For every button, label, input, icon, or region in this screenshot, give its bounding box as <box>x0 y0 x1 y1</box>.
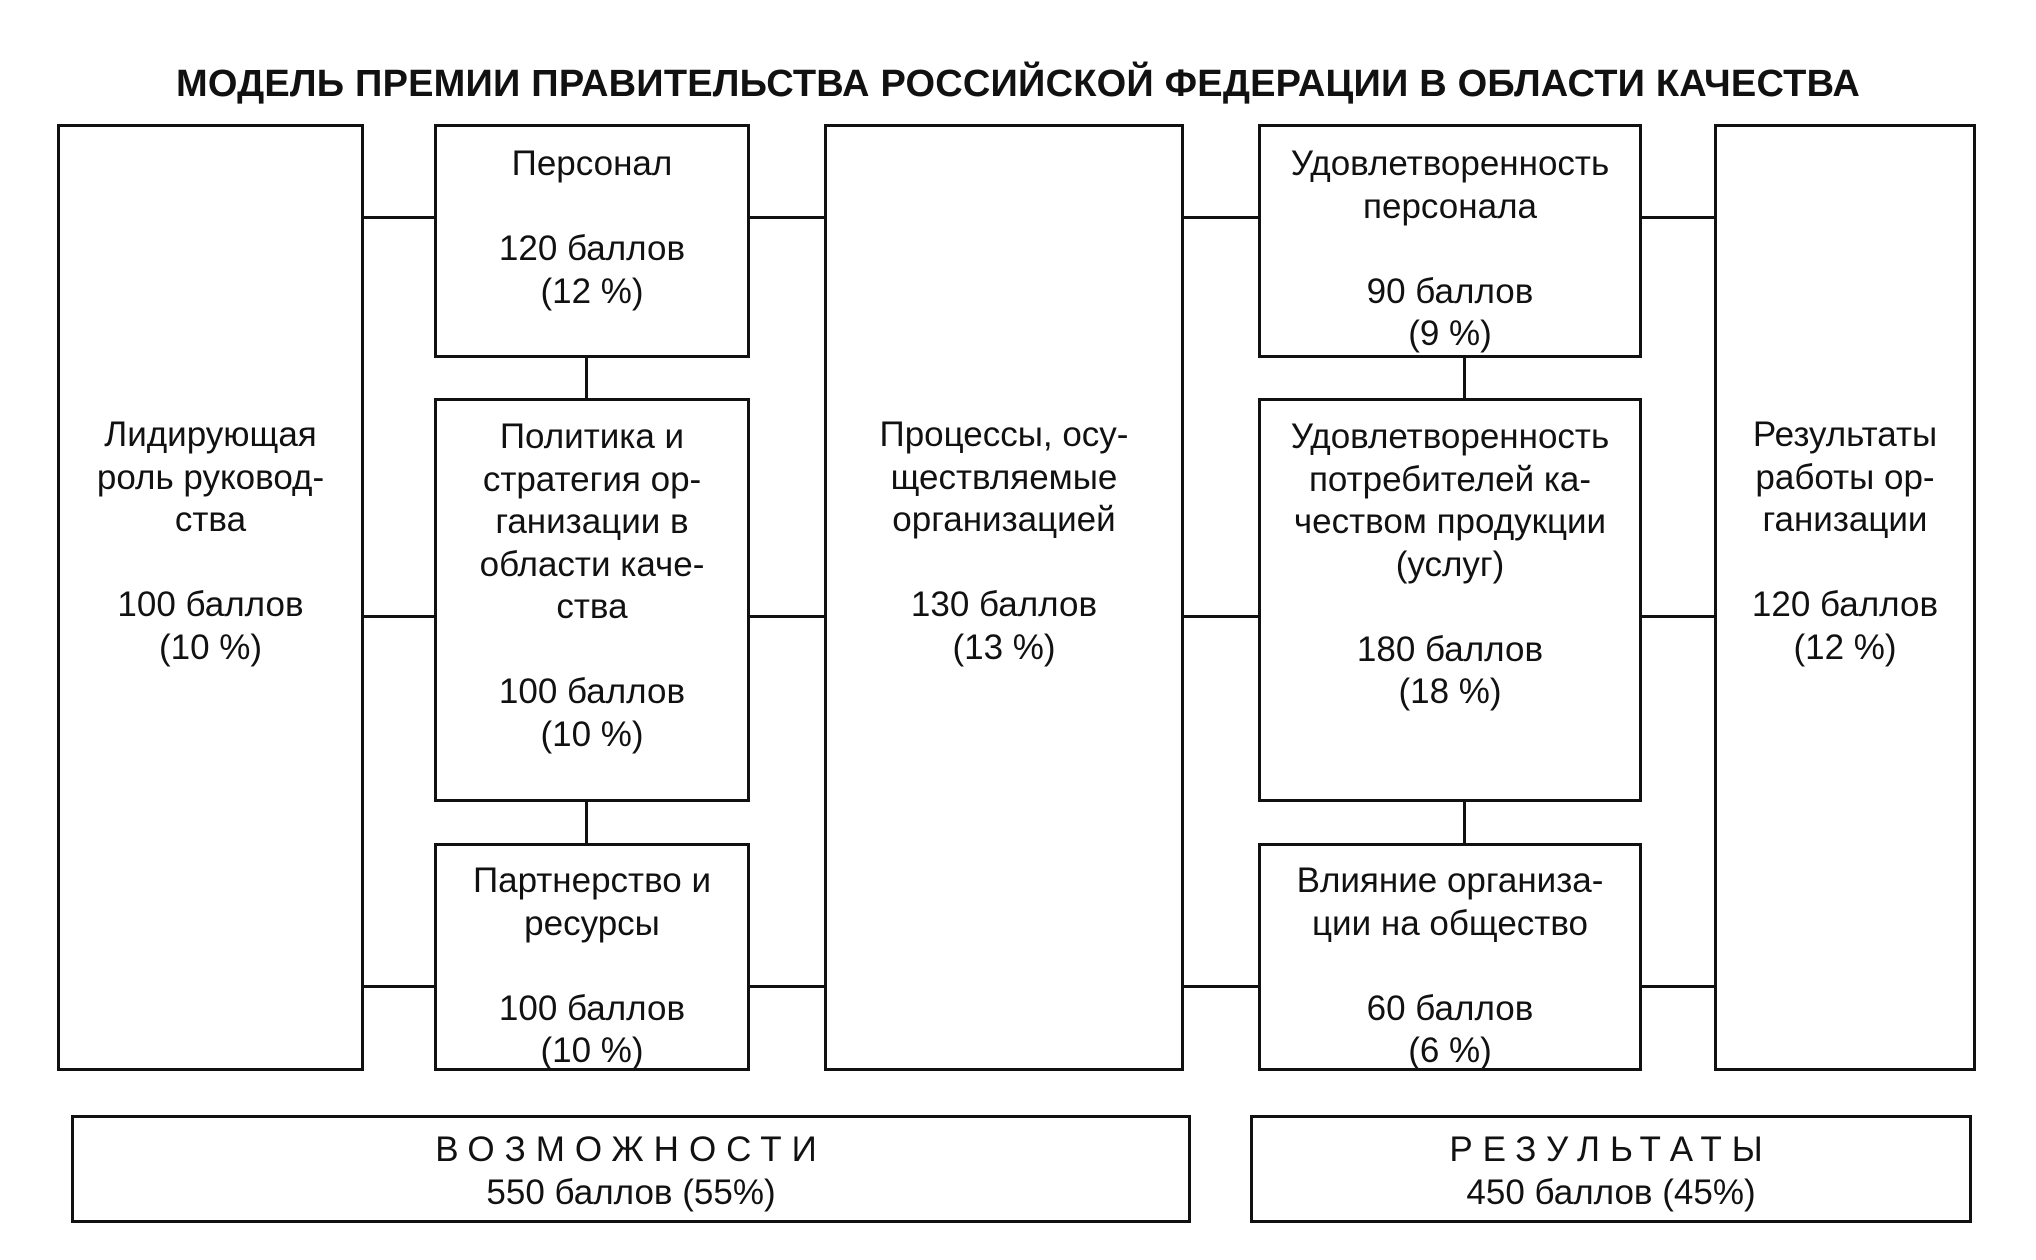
personnel-points: 120 баллов <box>498 229 686 268</box>
processes-line-1: Процессы, осу- <box>879 415 1129 454</box>
policy-line-1: Политика и <box>499 417 685 456</box>
connector-leadership-policy <box>364 615 434 618</box>
policy-line-2: стратегия ор- <box>482 459 702 499</box>
staff-satisfaction-points: 90 баллов <box>1366 271 1534 311</box>
connector-personnel-processes <box>747 216 824 219</box>
summary-enablers: ВОЗМОЖНОСТИ 550 баллов (55%) <box>71 1115 1191 1223</box>
connector-customer-results <box>1639 615 1714 618</box>
business-results-line-3: ганизации <box>1762 500 1928 539</box>
partnership-percent: (10 %) <box>540 1031 644 1070</box>
connector-leadership-personnel <box>364 216 434 219</box>
personnel-percent: (12 %) <box>540 271 644 311</box>
connector-customer-society <box>1463 799 1466 843</box>
connector-society-results <box>1639 985 1714 988</box>
connector-staff-customer <box>1463 355 1466 398</box>
results-label: РЕЗУЛЬТАТЫ <box>1449 1130 1773 1169</box>
staff-satisfaction-line-2: персонала <box>1363 186 1537 226</box>
processes-line-2: ществляемые <box>890 457 1118 497</box>
enablers-label: ВОЗМОЖНОСТИ <box>435 1130 827 1169</box>
box-society-impact: Влияние организа- ции на общество 60 бал… <box>1258 843 1642 1071</box>
policy-line-4: области каче- <box>479 544 705 584</box>
box-staff-satisfaction: Удовлетворенность персонала 90 баллов (9… <box>1258 124 1642 358</box>
enablers-points: 550 баллов (55%) <box>486 1173 776 1212</box>
processes-line-3: организацией <box>892 500 1116 539</box>
box-personnel: Персонал 120 баллов (12 %) <box>434 124 750 358</box>
business-results-points: 120 баллов <box>1751 585 1939 624</box>
box-partnership-resources: Партнерство и ресурсы 100 баллов (10 %) <box>434 843 750 1071</box>
connector-policy-processes <box>747 615 824 618</box>
connector-policy-partnership <box>585 799 588 843</box>
policy-line-5: ства <box>556 587 628 626</box>
processes-percent: (13 %) <box>952 627 1056 667</box>
staff-satisfaction-percent: (9 %) <box>1408 314 1492 353</box>
customer-satisfaction-percent: (18 %) <box>1398 672 1502 711</box>
box-customer-satisfaction: Удовлетворенность потребителей ка- честв… <box>1258 398 1642 802</box>
personnel-line-1: Персонал <box>511 144 673 183</box>
connector-processes-society <box>1181 985 1258 988</box>
customer-satisfaction-line-3: чеством продукции <box>1293 502 1607 541</box>
society-impact-percent: (6 %) <box>1408 1031 1492 1070</box>
diagram-title: МОДЕЛЬ ПРЕМИИ ПРАВИТЕЛЬСТВА РОССИЙСКОЙ Ф… <box>176 63 1860 105</box>
connector-partnership-processes <box>747 985 824 988</box>
connector-leadership-partnership <box>364 985 434 988</box>
partnership-points: 100 баллов <box>498 988 686 1028</box>
leadership-line-2: роль руковод- <box>96 457 325 497</box>
processes-points: 130 баллов <box>910 585 1098 624</box>
society-impact-line-2: ции на общество <box>1312 903 1588 943</box>
business-results-percent: (12 %) <box>1793 627 1897 667</box>
customer-satisfaction-line-2: потребителей ка- <box>1308 459 1592 499</box>
staff-satisfaction-line-1: Удовлетворенность <box>1290 144 1610 183</box>
leadership-percent: (10 %) <box>158 627 263 667</box>
society-impact-points: 60 баллов <box>1366 988 1534 1028</box>
customer-satisfaction-line-4: (услуг) <box>1395 544 1505 584</box>
leadership-points: 100 баллов <box>117 585 304 624</box>
policy-percent: (10 %) <box>540 714 644 754</box>
leadership-line-3: ства <box>174 500 247 539</box>
partnership-line-2: ресурсы <box>524 903 660 943</box>
customer-satisfaction-points: 180 баллов <box>1356 629 1544 669</box>
connector-processes-customer <box>1181 615 1258 618</box>
leadership-line-1: Лидирующая <box>104 415 317 454</box>
connector-processes-staff <box>1181 216 1258 219</box>
policy-line-3: ганизации в <box>495 502 689 541</box>
box-policy-strategy: Политика и стратегия ор- ганизации в обл… <box>434 398 750 802</box>
connector-personnel-policy <box>585 355 588 398</box>
box-processes: Процессы, осу- ществляемые организацией … <box>824 124 1184 1071</box>
partnership-line-1: Партнерство и <box>472 861 712 900</box>
business-results-line-2: работы ор- <box>1755 457 1935 497</box>
society-impact-line-1: Влияние организа- <box>1296 861 1604 900</box>
policy-points: 100 баллов <box>498 672 686 711</box>
customer-satisfaction-line-1: Удовлетворенность <box>1290 417 1610 456</box>
box-business-results: Результаты работы ор- ганизации 120 балл… <box>1714 124 1976 1071</box>
connector-staff-results <box>1639 216 1714 219</box>
business-results-line-1: Результаты <box>1752 415 1938 454</box>
results-points: 450 баллов (45%) <box>1466 1173 1756 1212</box>
summary-results: РЕЗУЛЬТАТЫ 450 баллов (45%) <box>1250 1115 1972 1223</box>
box-leadership: Лидирующая роль руковод- ства 100 баллов… <box>57 124 364 1071</box>
